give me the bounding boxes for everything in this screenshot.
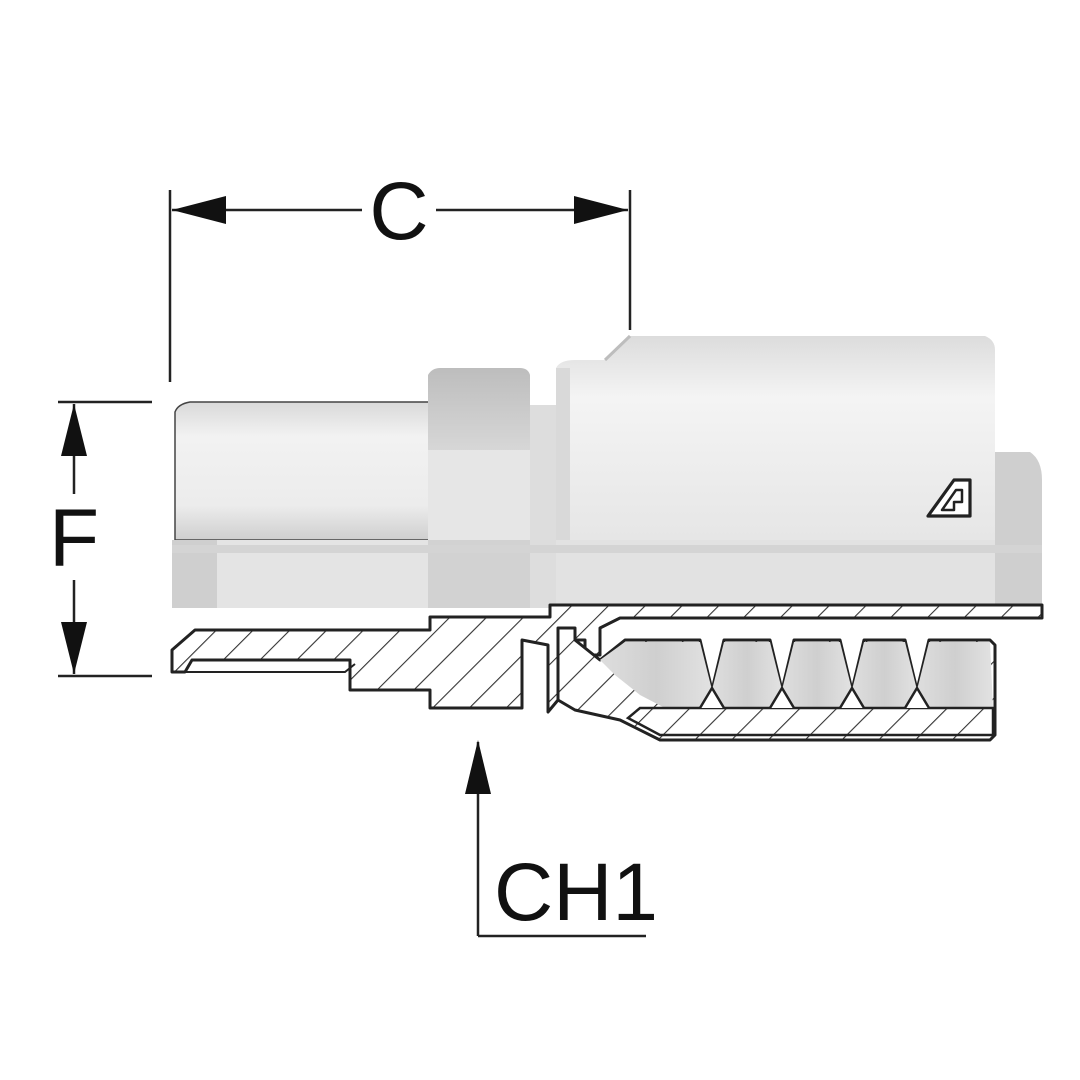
arrowhead-left	[172, 196, 226, 224]
arrowhead-down	[61, 622, 87, 674]
manufacturer-triangle-logo	[926, 478, 972, 518]
dimension-f: F	[49, 400, 152, 678]
male-end	[174, 401, 431, 541]
fitting-exterior	[172, 334, 1042, 608]
arrowhead-right	[574, 196, 628, 224]
dimension-ch1-label: CH1	[494, 847, 658, 938]
dimension-c: C	[168, 166, 632, 382]
bore-interior	[600, 642, 712, 708]
neck	[530, 405, 558, 608]
ferrule	[556, 336, 995, 540]
arrowhead-up-ch1	[465, 740, 491, 794]
section-view	[170, 603, 1044, 742]
dimension-ch1: CH1	[465, 740, 658, 938]
dimension-f-label: F	[49, 493, 99, 584]
dimension-c-label: C	[369, 166, 428, 257]
hose-stub	[995, 452, 1042, 608]
arrowhead-up	[61, 404, 87, 456]
